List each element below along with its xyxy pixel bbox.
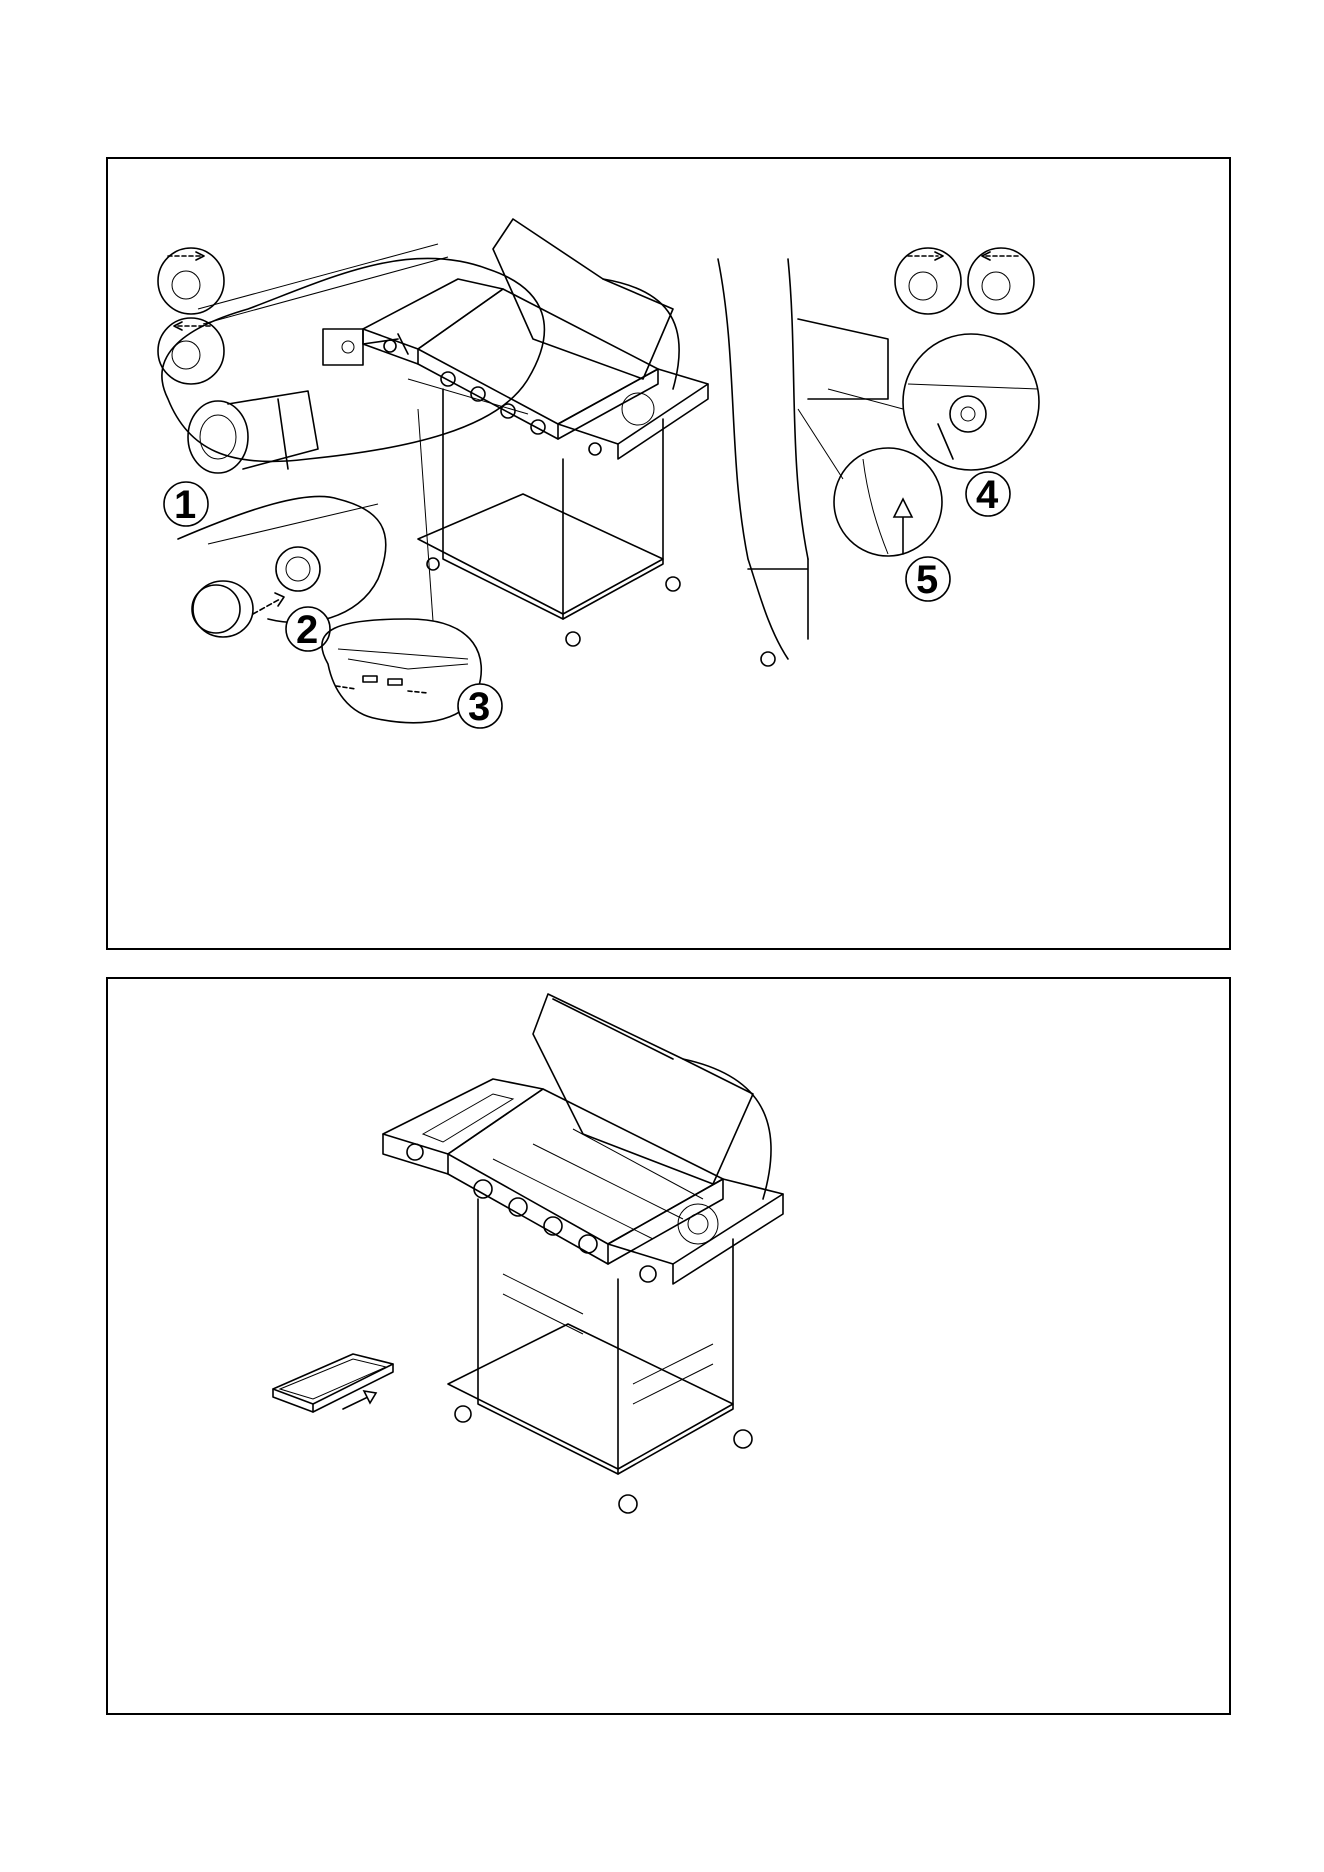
- step-label-5: 5: [916, 558, 938, 602]
- step-label-1: 1: [174, 483, 196, 527]
- callout-knob-install: 2: [178, 496, 386, 652]
- step-label-2: 2: [296, 608, 318, 652]
- assembly-diagram-upper: 1 2 3: [108, 159, 1229, 948]
- assembly-diagram-lower: [108, 979, 1229, 1713]
- knob-rotation-detail-2: [158, 318, 224, 384]
- drip-tray: [273, 1354, 393, 1412]
- knob-rotation-detail-3: [895, 248, 961, 314]
- assembly-step-panel-upper: 1 2 3: [106, 157, 1231, 950]
- grill-illustration-lower: [383, 994, 783, 1513]
- callout-valve-assembly: [162, 244, 544, 473]
- assembly-step-panel-lower: [106, 977, 1231, 1715]
- callout-lift-up: 5: [798, 409, 950, 602]
- grill-illustration-upper: [363, 219, 708, 646]
- step-label-4: 4: [976, 473, 999, 517]
- side-panel-detail: [718, 259, 888, 666]
- knob-rotation-detail-1: [158, 248, 224, 314]
- step-number-1: 1: [164, 482, 208, 527]
- knob-rotation-detail-4: [968, 248, 1034, 314]
- arrow-icon: [343, 1396, 370, 1409]
- step-label-3: 3: [468, 685, 490, 729]
- callout-screw-fastening: 4: [828, 334, 1039, 517]
